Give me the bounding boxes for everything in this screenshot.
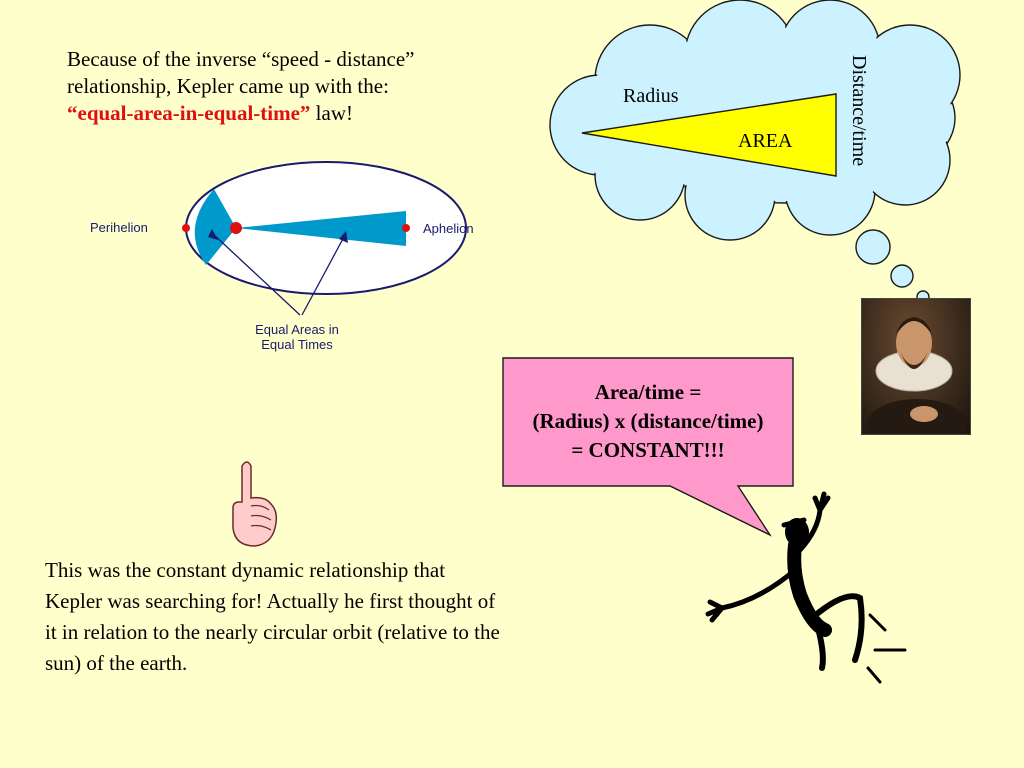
distance-time-label: Distance/time: [848, 55, 870, 166]
caption-line-1: Equal Areas in: [255, 322, 339, 337]
aphelion-point: [402, 224, 410, 232]
orbit-diagram: Perihelion Aphelion Equal Areas in Equal…: [90, 161, 474, 352]
aphelion-label: Aphelion: [423, 221, 474, 236]
speech-line-2: (Radius) x (distance/time): [532, 409, 764, 433]
thought-bubble-medium: [890, 264, 914, 288]
arrow-left: [211, 232, 301, 316]
perihelion-label: Perihelion: [90, 220, 148, 235]
intro-line-1: Because of the inverse “speed - distance…: [67, 47, 415, 71]
arrowhead-left: [208, 229, 218, 240]
speech-line-3: = CONSTANT!!!: [571, 438, 725, 462]
arrowhead-right: [339, 231, 348, 243]
law-suffix: law!: [310, 101, 353, 125]
intro-line-2: relationship, Kepler came up with the:: [67, 74, 389, 98]
perihelion-sector: [194, 189, 236, 265]
thought-cloud: Radius AREA Distance/time: [549, 0, 961, 304]
caption-line-2: Equal Times: [261, 337, 333, 352]
speech-bubble: [502, 357, 794, 537]
thought-bubble-large: [855, 229, 891, 265]
radius-label: Radius: [623, 85, 679, 107]
area-triangle: [581, 93, 837, 177]
kepler-portrait: [861, 298, 971, 435]
portrait-figure: [867, 317, 967, 434]
perihelion-point: [182, 224, 190, 232]
intro-line-3: “equal-area-in-equal-time” law!: [67, 100, 507, 127]
arrow-right: [301, 234, 346, 316]
intro-text: Because of the inverse “speed - distance…: [67, 46, 507, 127]
speech-line-1: Area/time =: [594, 380, 702, 404]
sun-icon: [230, 222, 242, 234]
dancing-figure: [705, 491, 907, 684]
law-name: “equal-area-in-equal-time”: [67, 101, 311, 125]
closing-paragraph: This was the constant dynamic relationsh…: [45, 558, 500, 675]
speech-text: Area/time = (Radius) x (distance/time) =…: [503, 378, 793, 465]
pointing-finger-icon: [232, 461, 278, 547]
area-label: AREA: [738, 130, 793, 152]
aphelion-sector: [236, 211, 406, 246]
